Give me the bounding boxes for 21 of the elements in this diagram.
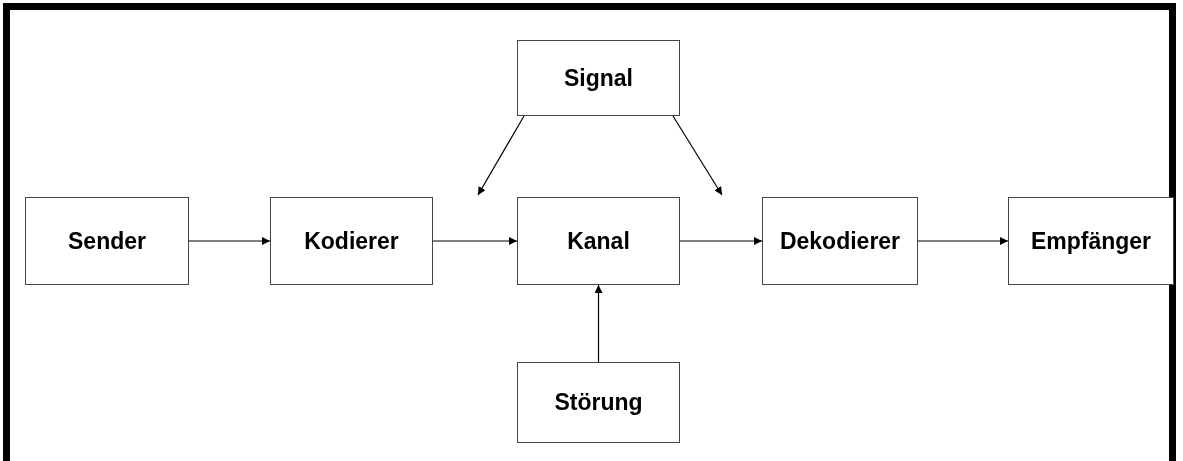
box-label: Kanal <box>567 227 630 255</box>
process-box <box>762 197 918 285</box>
box-label: Kodierer <box>304 227 399 255</box>
box-label: Empfänger <box>1030 227 1152 255</box>
arrow <box>594 284 603 363</box>
box-label: Dekodierer <box>779 227 901 255</box>
process-box <box>25 197 189 285</box>
process-box <box>270 197 433 285</box>
arrow <box>917 237 1009 245</box>
process-box <box>517 362 680 443</box>
arrow <box>188 237 271 245</box>
arrow <box>679 237 763 245</box>
process-box <box>1008 197 1174 285</box>
process-box <box>517 197 680 285</box>
arrow <box>477 115 525 196</box>
arrow <box>432 237 518 245</box>
box-label: Störung <box>554 389 643 416</box>
box-label: Sender <box>68 227 146 255</box>
process-box <box>517 40 680 116</box>
arrow <box>672 115 723 196</box>
box-label: Signal <box>564 64 633 92</box>
